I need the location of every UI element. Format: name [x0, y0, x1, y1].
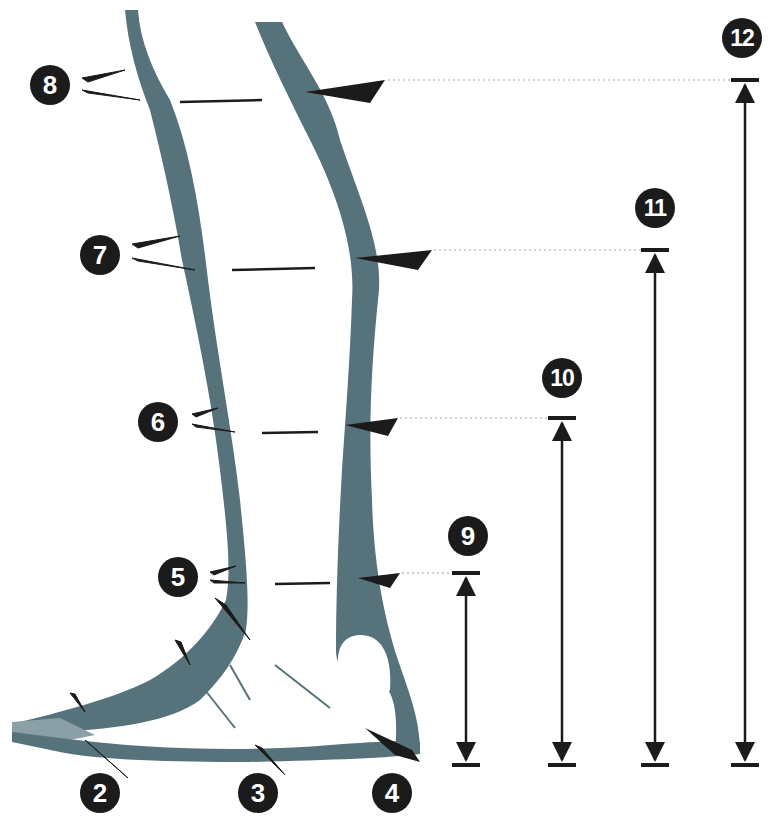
foot-lines: [205, 665, 330, 728]
measure-wedges: [305, 80, 432, 762]
callout-number: 3: [238, 773, 278, 813]
ankle-bone: [338, 635, 390, 701]
girth-lines: [180, 100, 330, 584]
leader-lines: [388, 80, 740, 573]
callout-number: 5: [158, 557, 198, 597]
callout-number: 4: [372, 773, 412, 813]
callout-number: 6: [138, 402, 178, 442]
sole-outline: [12, 732, 420, 762]
calf-outline: [255, 22, 420, 752]
callout-number: 8: [30, 65, 70, 105]
measure-ticks: [70, 70, 285, 778]
callout-number: 11: [635, 188, 675, 228]
callout-number: 10: [542, 358, 582, 398]
dimension-lines: [452, 80, 759, 765]
callout-number: 9: [448, 516, 488, 556]
callout-number: 7: [80, 235, 120, 275]
shin-outline: [12, 10, 248, 732]
callout-number: 12: [722, 18, 762, 58]
callout-number: 2: [80, 773, 120, 813]
